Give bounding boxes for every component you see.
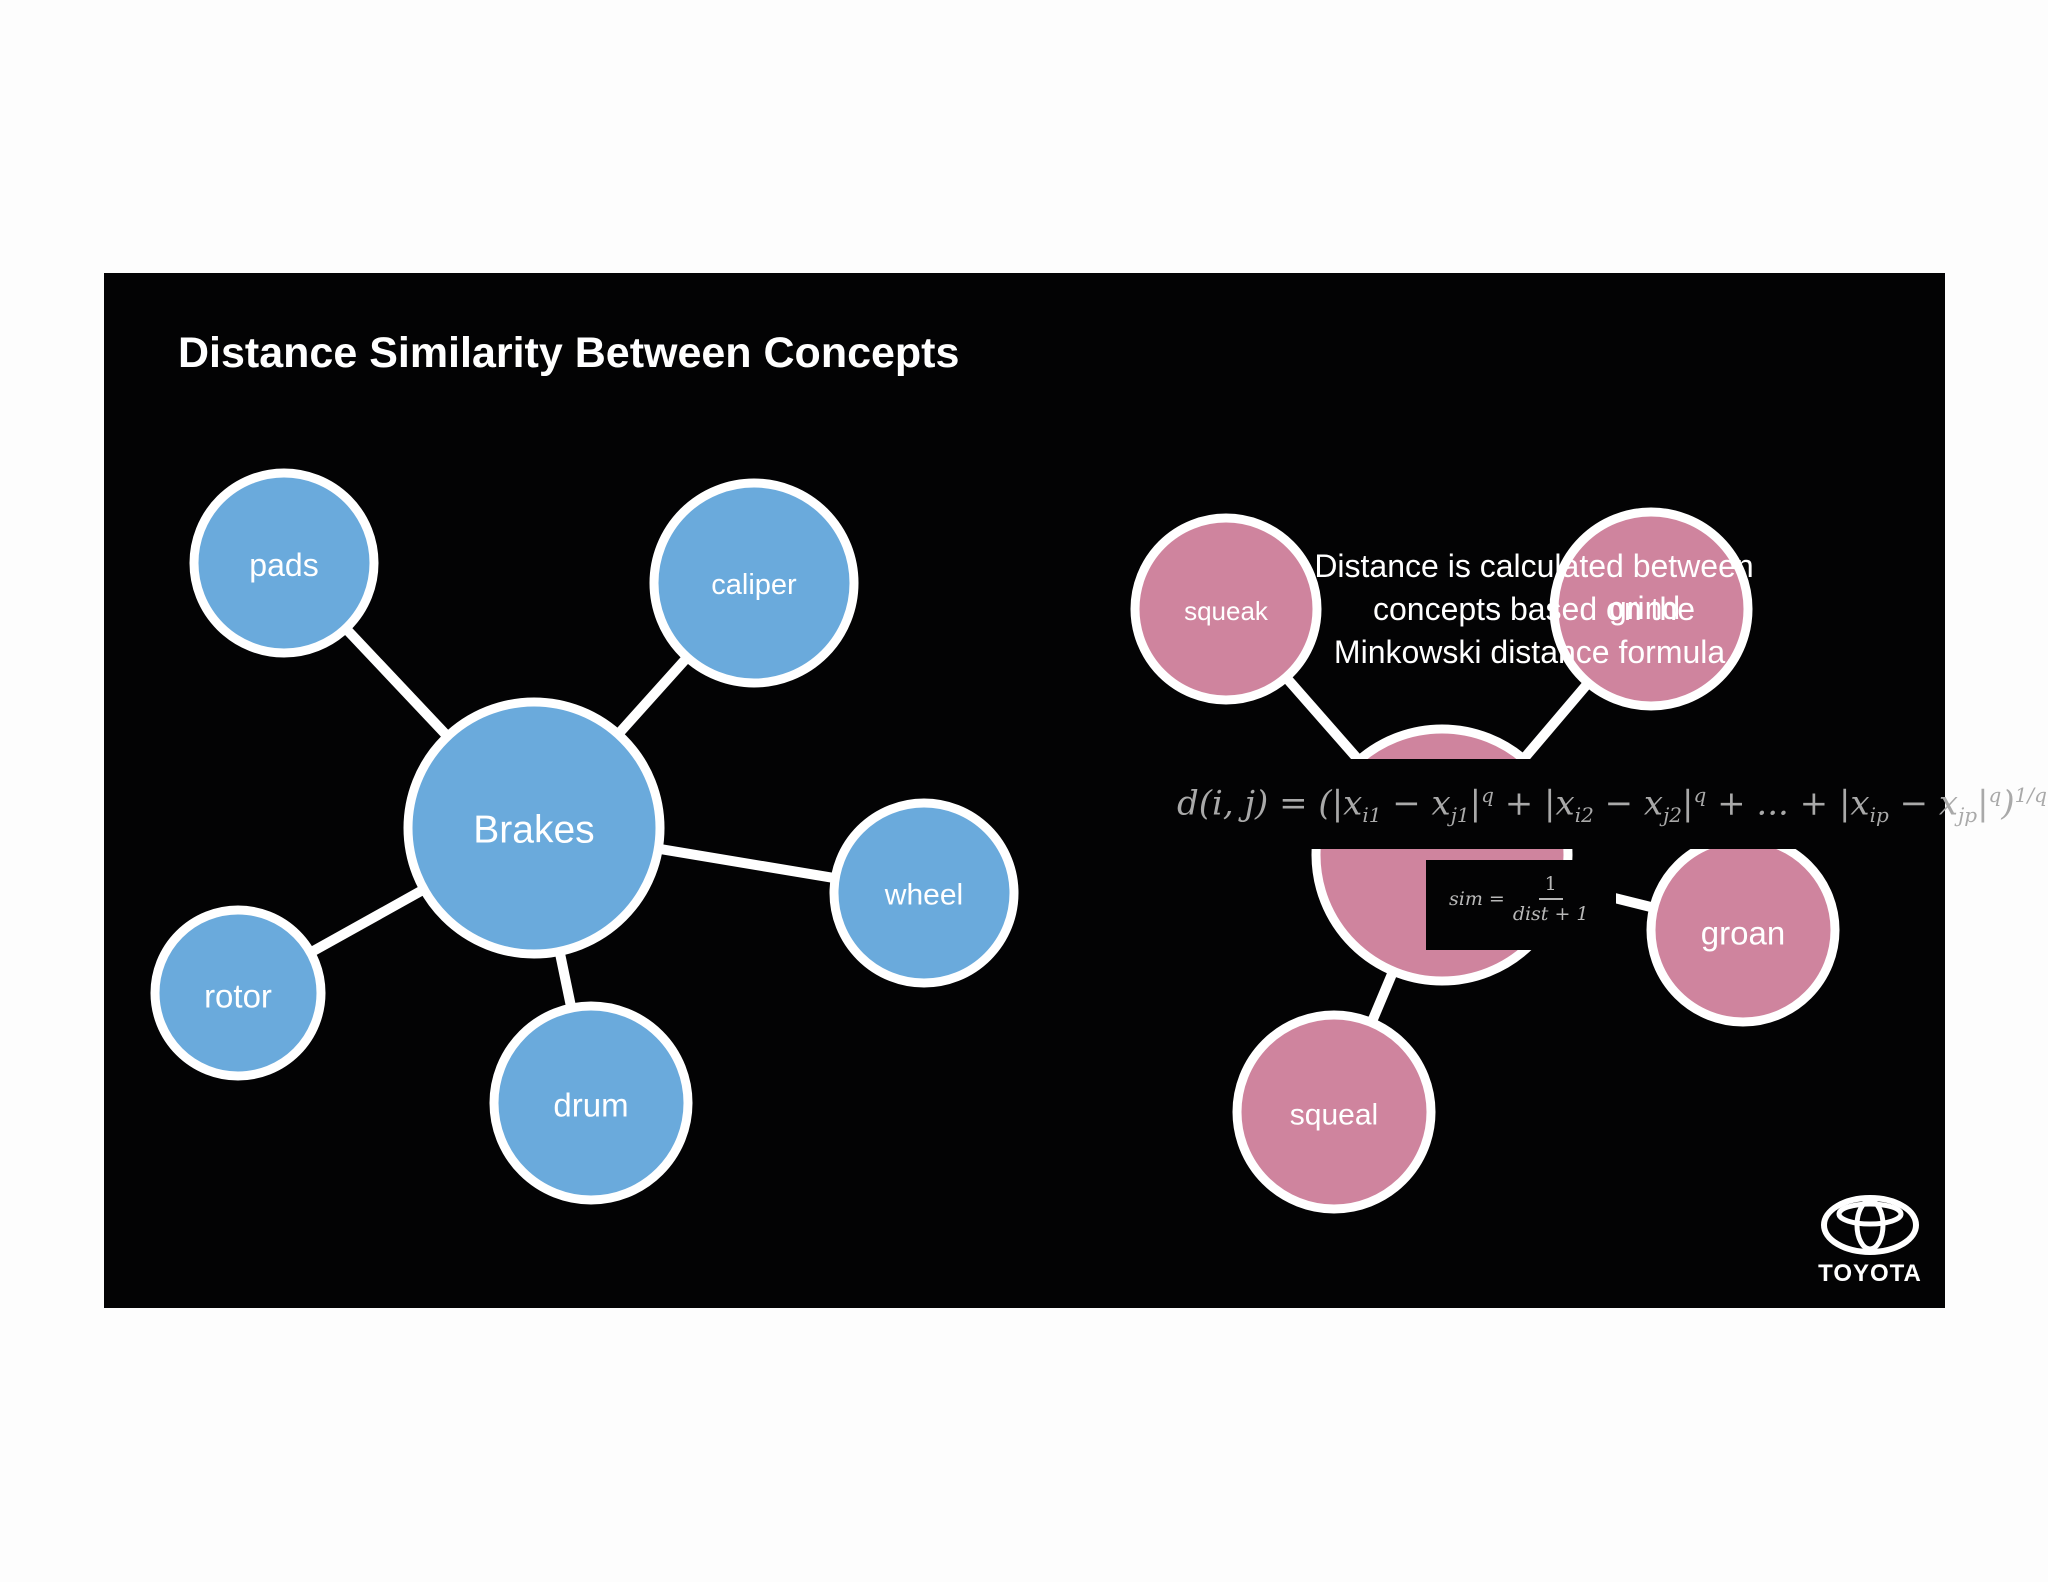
sim-formula-background: [1426, 860, 1616, 950]
label-squeak: squeak: [1184, 596, 1269, 626]
slide: Distance Similarity Between Concepts pad…: [104, 273, 2047, 1308]
node-squeak: [1130, 513, 1322, 705]
label-brakes: Brakes: [473, 809, 594, 852]
label-drum: drum: [553, 1087, 628, 1124]
explanation-line-3: Minkowski distance formula.: [1333, 634, 1735, 670]
logo-text: TOYOTA: [1818, 1260, 1922, 1287]
node-wheel: [829, 798, 1019, 988]
label-pads: pads: [249, 547, 318, 583]
label-wheel: wheel: [884, 879, 963, 912]
slide-title: Distance Similarity Between Concepts: [178, 329, 960, 377]
formula-background: [1145, 759, 1945, 849]
toyota-logo: TOYOTA: [1810, 1195, 1930, 1288]
similarity-formula: sim = 1 dist + 1: [1449, 873, 1589, 925]
node-caliper: [649, 478, 859, 688]
node-squeal: [1232, 1010, 1436, 1214]
sim-lhs: sim =: [1449, 888, 1505, 910]
sim-numerator: 1: [1538, 873, 1563, 900]
sim-denominator: dist + 1: [1512, 903, 1589, 925]
label-groan: groan: [1701, 915, 1785, 952]
node-brakes: [403, 697, 665, 959]
node-drum: [489, 1001, 693, 1205]
sim-fraction: 1 dist + 1: [1513, 873, 1589, 925]
toyota-emblem-icon: [1821, 1195, 1919, 1255]
minkowski-formula: d(i, j) = (|xi1 − xj1|q + |xi2 − xj2|q +…: [1177, 783, 2047, 828]
label-rotor: rotor: [204, 978, 272, 1015]
node-grind: [1549, 507, 1753, 711]
label-caliper: caliper: [711, 569, 797, 601]
explanation-line-2: concepts based on the: [1372, 591, 1695, 627]
explanation-line-1: Distance is calculated between: [1314, 548, 1754, 584]
label-grind: grind: [1609, 590, 1681, 626]
explanation-text: Distance is calculated between concepts …: [1274, 545, 1794, 674]
node-pads: [189, 468, 379, 658]
node-rotor: [150, 905, 326, 1081]
label-squeal: squeal: [1290, 1099, 1378, 1132]
